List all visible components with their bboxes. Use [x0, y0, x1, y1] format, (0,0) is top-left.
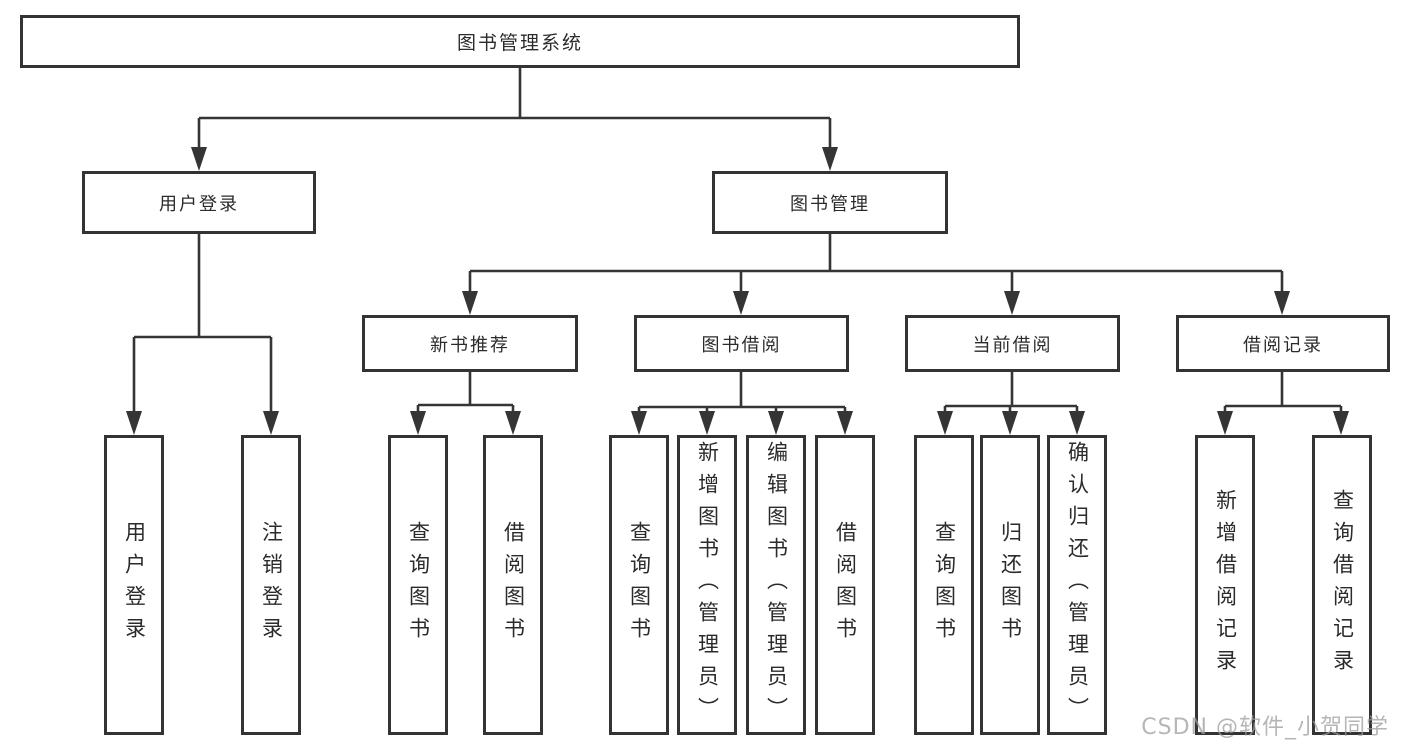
node-label: 确认归还（管理员）: [1065, 441, 1090, 729]
leaf-add-borrow-record: 新增借阅记录: [1195, 435, 1255, 735]
node-label: 查询图书: [406, 521, 431, 649]
connector-current-borrow: [937, 372, 1085, 435]
node-user-login-group: 用户登录: [82, 171, 316, 234]
arrow-down-icon: [1217, 411, 1233, 435]
node-label: 编辑图书（管理员）: [764, 441, 789, 729]
connector-borrow-records: [1217, 372, 1349, 435]
leaf-query-borrow-record: 查询借阅记录: [1312, 435, 1372, 735]
connector-line: [943, 372, 1079, 414]
node-label: 借阅图书: [501, 521, 526, 649]
connector-line: [132, 234, 273, 414]
arrow-down-icon: [1274, 291, 1290, 315]
leaf-borrow-book-1: 借阅图书: [483, 435, 543, 735]
arrow-down-icon: [822, 147, 838, 171]
node-label: 当前借阅: [972, 334, 1053, 356]
connector-book-borrow: [631, 372, 853, 435]
arrow-down-icon: [937, 411, 953, 435]
arrow-down-icon: [1004, 291, 1020, 315]
leaf-return-book: 归还图书: [980, 435, 1040, 735]
connector-new-book: [410, 372, 521, 435]
arrow-down-icon: [733, 291, 749, 315]
node-label: 查询图书: [932, 521, 957, 649]
arrow-down-icon: [1002, 411, 1018, 435]
arrow-down-icon: [410, 411, 426, 435]
connector-root: [191, 68, 838, 171]
connector-line: [1223, 372, 1343, 414]
node-new-book-recommend: 新书推荐: [362, 315, 578, 372]
arrow-down-icon: [263, 411, 279, 435]
node-label: 图书管理系统: [456, 32, 583, 54]
node-label: 注销登录: [259, 521, 284, 649]
arrow-down-icon: [631, 411, 647, 435]
leaf-query-book-3: 查询图书: [914, 435, 974, 735]
arrow-down-icon: [1333, 411, 1349, 435]
arrow-down-icon: [505, 411, 521, 435]
arrow-down-icon: [1069, 411, 1085, 435]
connector-user-login: [126, 234, 279, 435]
node-label: 新增借阅记录: [1213, 489, 1238, 681]
arrow-down-icon: [768, 411, 784, 435]
node-label: 借阅图书: [833, 521, 858, 649]
node-label: 用户登录: [122, 521, 147, 649]
leaf-query-book-1: 查询图书: [388, 435, 448, 735]
leaf-borrow-book-2: 借阅图书: [815, 435, 875, 735]
arrow-down-icon: [837, 411, 853, 435]
node-label: 归还图书: [998, 521, 1023, 649]
node-library-management-system: 图书管理系统: [20, 15, 1020, 68]
connector-line: [637, 372, 847, 414]
node-label: 借阅记录: [1243, 334, 1323, 356]
csdn-watermark: CSDN @软件_小贺同学: [1141, 715, 1389, 740]
arrow-down-icon: [191, 147, 207, 171]
leaf-query-book-2: 查询图书: [609, 435, 669, 735]
leaf-edit-book-admin: 编辑图书（管理员）: [746, 435, 806, 735]
leaf-add-book-admin: 新增图书（管理员）: [677, 435, 737, 735]
connector-line: [416, 372, 515, 414]
connector-line: [197, 68, 832, 150]
node-book-management: 图书管理: [712, 171, 948, 234]
node-borrow-records: 借阅记录: [1176, 315, 1390, 372]
connector-line: [468, 234, 1284, 295]
leaf-confirm-return-admin: 确认归还（管理员）: [1047, 435, 1107, 735]
arrow-down-icon: [126, 411, 142, 435]
node-book-borrow: 图书借阅: [634, 315, 849, 372]
node-label: 新书推荐: [430, 334, 510, 356]
node-current-borrow: 当前借阅: [905, 315, 1120, 372]
node-label: 新增图书（管理员）: [695, 441, 720, 729]
node-label: 查询借阅记录: [1330, 489, 1355, 681]
arrow-down-icon: [462, 291, 478, 315]
node-label: 图书借阅: [701, 334, 782, 356]
node-label: 图书管理: [790, 193, 870, 215]
arrow-down-icon: [699, 411, 715, 435]
node-label: 查询图书: [627, 521, 652, 649]
leaf-logout: 注销登录: [241, 435, 301, 735]
connector-book-management: [462, 234, 1290, 315]
node-label: 用户登录: [159, 193, 239, 215]
leaf-user-login: 用户登录: [104, 435, 164, 735]
